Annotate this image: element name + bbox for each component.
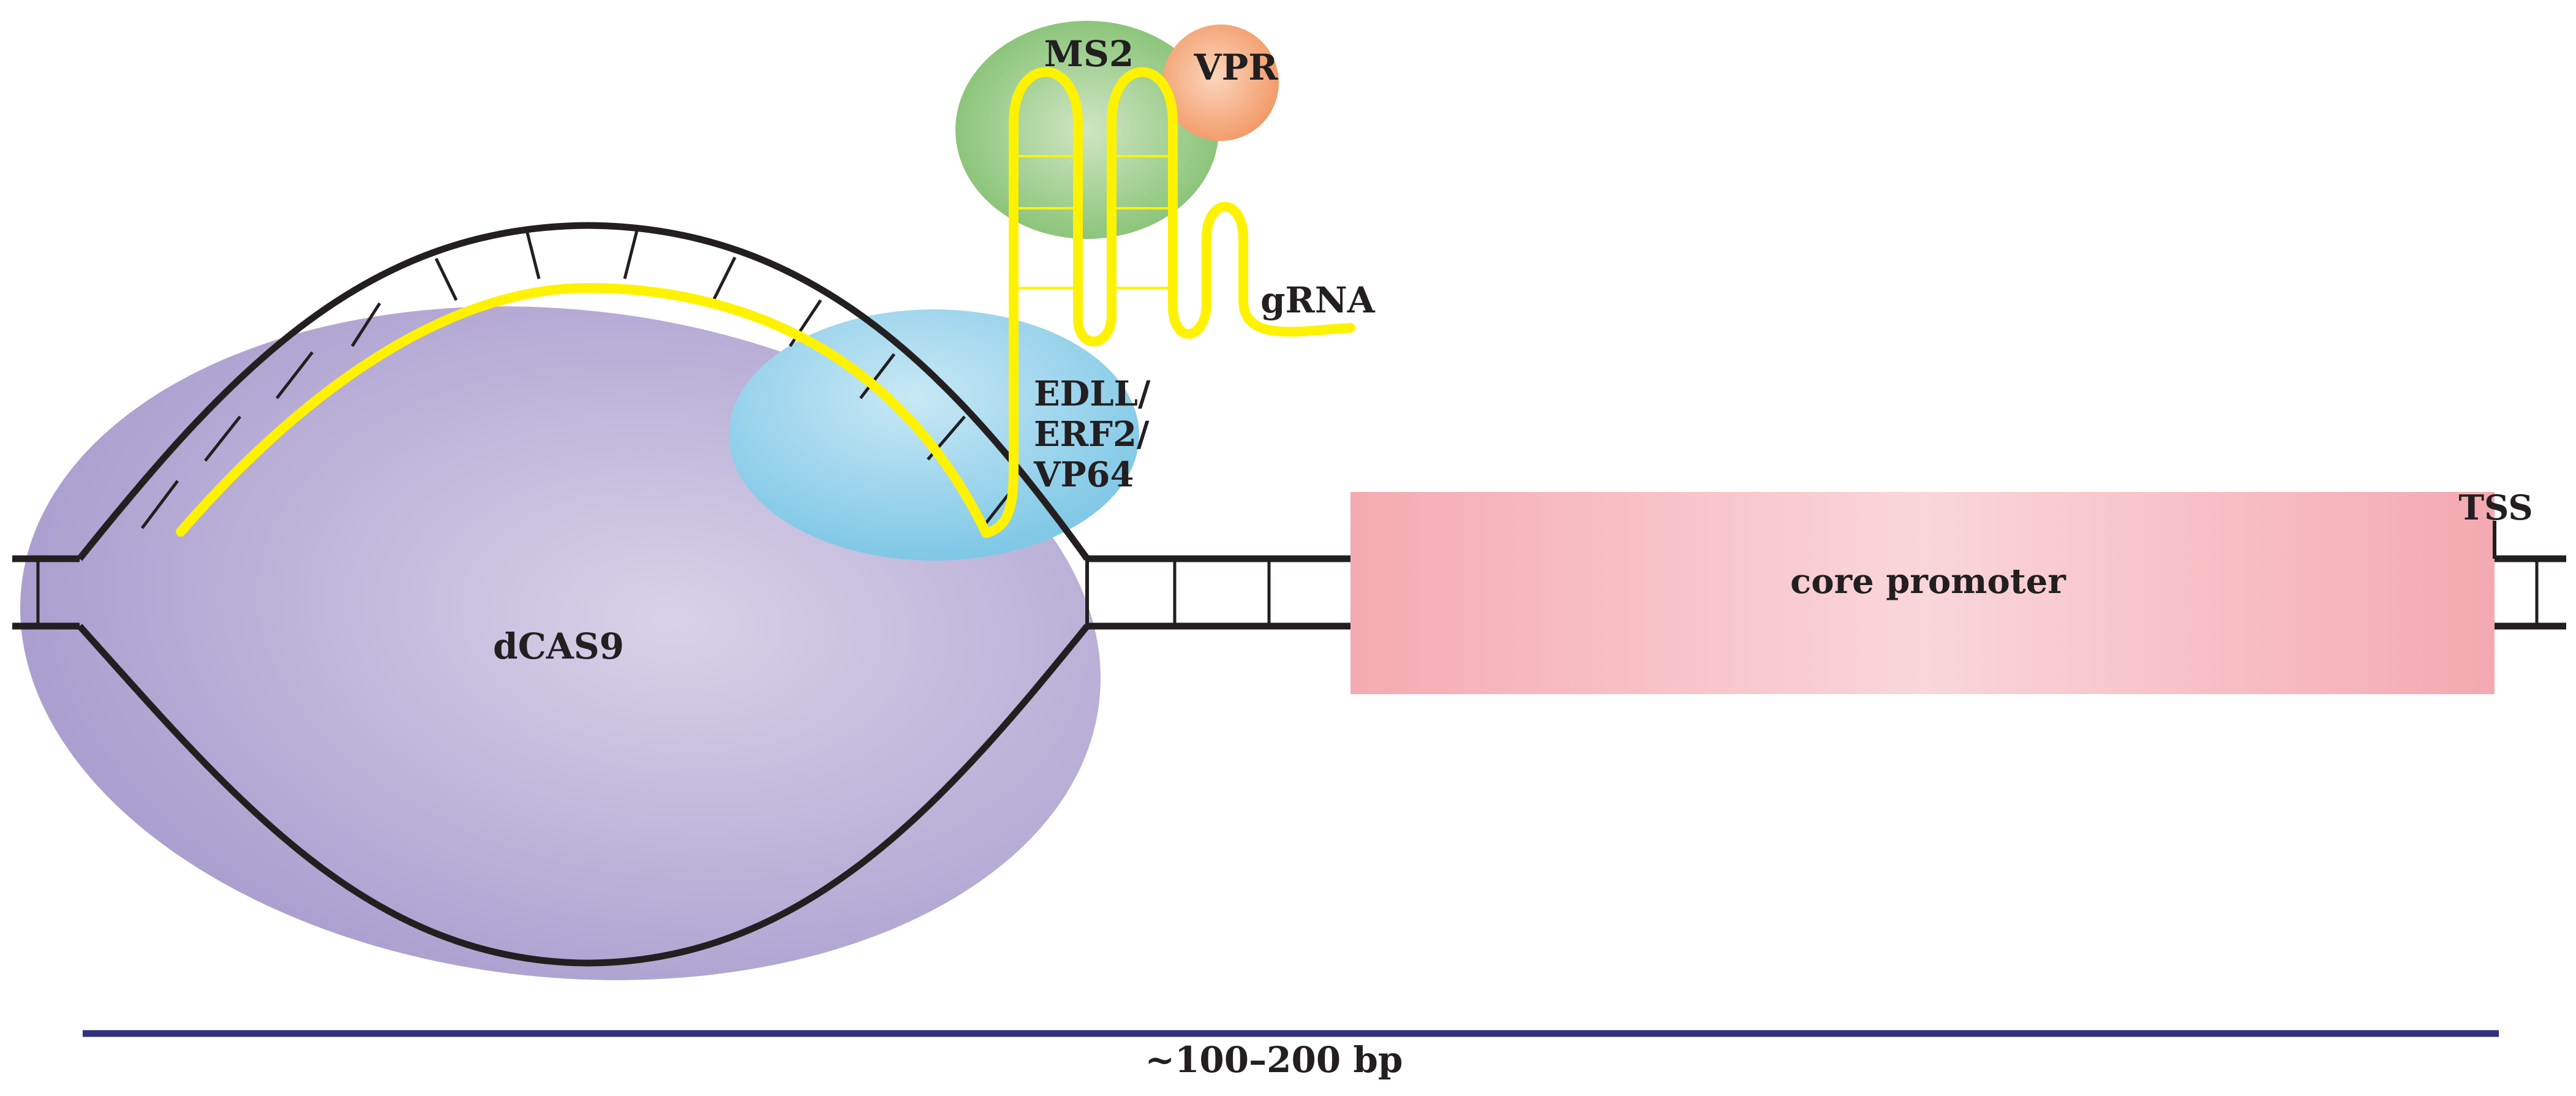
activator-label-line2: ERF2/ <box>1034 414 1150 455</box>
dna-double-strand <box>12 222 2566 967</box>
dcas9-label: dCAS9 <box>493 625 624 667</box>
scale-label: ~100–200 bp <box>1145 1039 1403 1081</box>
basepair-ticks <box>141 230 1018 529</box>
tss-label: TSS <box>2458 488 2533 528</box>
grna-stem-pairs <box>1014 155 1173 289</box>
vpr-protein <box>1162 25 1279 141</box>
vpr-label: VPR <box>1194 47 1279 88</box>
core-promoter-label: core promoter <box>1790 561 2066 602</box>
activator-label-line3: VP64 <box>1033 455 1134 495</box>
grna-strand <box>176 67 1355 538</box>
grna-label: gRNA <box>1260 279 1376 321</box>
activator-domain <box>729 309 1139 561</box>
activator-label-line1: EDLL/ <box>1034 374 1151 414</box>
ms2-label: MS2 <box>1044 33 1134 75</box>
core-promoter-block <box>1350 492 2495 694</box>
